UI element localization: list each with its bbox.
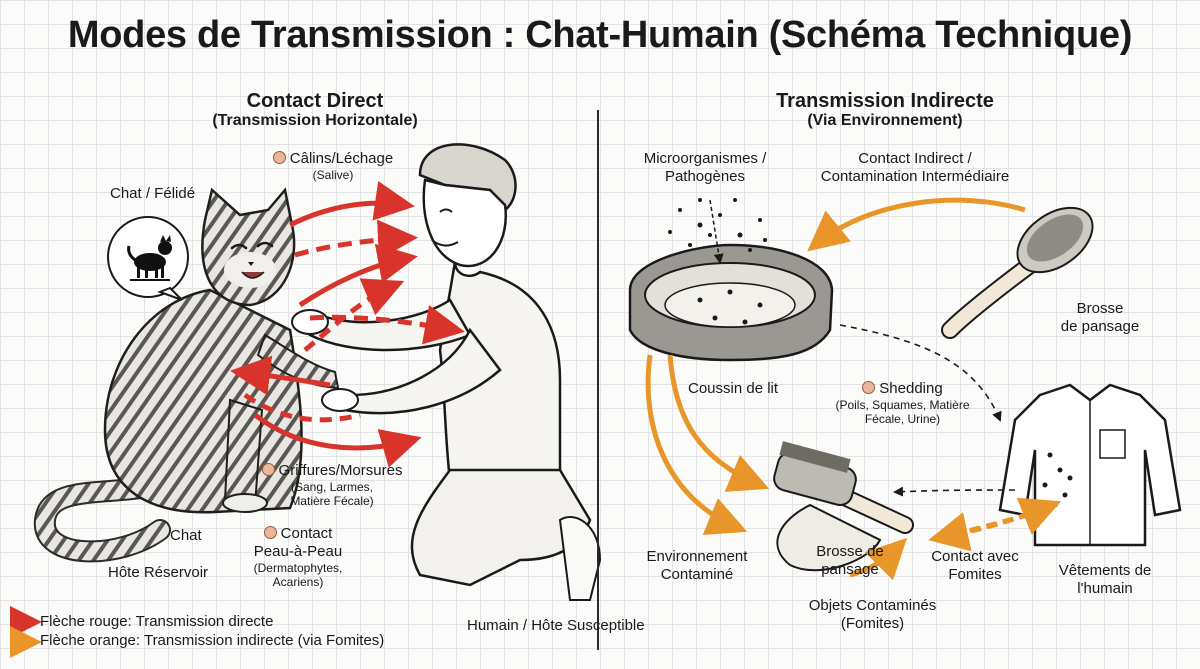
griffures-sub: (Sang, Larmes, — [290, 480, 374, 494]
fomites-contact-text: Contact avec — [931, 548, 1019, 565]
human-label: Humain / Hôte Susceptible — [467, 617, 645, 634]
clothes-label: Vêtements de l'humain — [1040, 562, 1170, 598]
chat-label: Chat — [170, 527, 202, 544]
shedding-sub: (Poils, Squames, Matière — [835, 398, 970, 412]
human-hand — [291, 309, 329, 335]
direct-heading: Contact Direct (Transmission Horizontale… — [185, 90, 445, 130]
red-arrow — [303, 278, 405, 352]
clothes-text: l'humain — [1077, 580, 1133, 597]
calins-sub: (Salive) — [312, 168, 354, 182]
cat-paw — [256, 333, 340, 390]
pathogen-badge-icon — [862, 381, 876, 394]
legend-orange: Flèche orange: Transmission indirecte (v… — [40, 632, 385, 649]
human-hand — [321, 388, 359, 412]
indirect-heading: Transmission Indirecte (Via Environnemen… — [735, 90, 1035, 130]
indirect-transmission-arrows — [645, 197, 1062, 581]
indirect-heading-title: Transmission Indirecte — [776, 90, 994, 112]
env-text: Contaminé — [660, 566, 734, 583]
shedding-text: Shedding — [879, 380, 943, 397]
micro-text: Microorganismes / — [643, 150, 767, 167]
brush2-label: Brosse de pansage — [800, 543, 900, 579]
orange-arrow — [807, 197, 1026, 252]
pathogen-badge-icon — [261, 463, 275, 476]
objects-label: Objets Contaminés (Fomites) — [790, 597, 955, 633]
red-arrow — [309, 305, 465, 345]
indirect-contact-text: Contamination Intermédiaire — [820, 168, 1010, 185]
contact-text: Contact — [280, 525, 333, 542]
contact-text: Peau-à-Peau — [253, 543, 343, 560]
brush-text: de pansage — [1060, 318, 1140, 335]
indirect-contact-label: Contact Indirect / Contamination Intermé… — [800, 150, 1030, 186]
host-label: Hôte Réservoir — [108, 564, 209, 581]
shedding-label: Shedding (Poils, Squames, Matière Fécale… — [815, 380, 990, 427]
human-head — [422, 178, 508, 268]
griffures-text: Griffures/Morsures — [278, 462, 403, 479]
pathogen-badge-icon — [272, 151, 286, 164]
cat-illustration — [33, 187, 340, 563]
contact-sub: Acariens) — [272, 575, 324, 590]
contact-sub: (Dermatophytes, — [253, 561, 343, 575]
cat-silhouette-icon — [127, 235, 172, 281]
shedding-sub: Fécale, Urine) — [864, 412, 941, 427]
griffures-sub: Matière Fécale) — [290, 494, 374, 509]
env-label: Environnement Contaminé — [632, 548, 762, 584]
pathogen-particles — [668, 198, 767, 325]
orange-arrow — [849, 537, 908, 581]
micro-label: Microorganismes / Pathogènes — [620, 150, 790, 186]
objects-text: Objets Contaminés — [808, 597, 937, 614]
page-title: Modes de Transmission : Chat-Humain (Sch… — [67, 14, 1133, 56]
red-arrow — [230, 355, 331, 396]
red-arrow — [243, 392, 361, 423]
pathogen-badge-icon — [263, 526, 277, 539]
brush2-text: Brosse de — [816, 543, 884, 560]
clothes-text: Vêtements de — [1058, 562, 1152, 579]
cat-bed-icon — [628, 243, 834, 362]
brush-text: Brosse — [1076, 300, 1124, 317]
calins-text: Câlins/Léchage — [289, 150, 394, 167]
human-hair — [418, 143, 517, 212]
legend-red: Flèche rouge: Transmission directe — [40, 613, 274, 630]
direct-heading-title: Contact Direct — [246, 90, 384, 112]
orange-arrow — [645, 354, 748, 536]
indirect-heading-sub: (Via Environnement) — [807, 112, 963, 129]
griffures-label: Griffures/Morsures (Sang, Larmes, Matièr… — [252, 462, 412, 509]
direct-transmission-arrows — [230, 180, 465, 468]
section-divider — [597, 110, 599, 650]
pathogen-arrow — [709, 199, 724, 264]
micro-text: Pathogènes — [664, 168, 746, 185]
red-arrow — [298, 243, 418, 308]
env-text: Environnement — [646, 548, 748, 565]
cat-speech-bubble — [107, 216, 189, 301]
cat-label: Chat / Félidé — [110, 185, 196, 202]
red-arrow — [288, 180, 415, 228]
objects-text: (Fomites) — [840, 615, 905, 632]
red-arrow — [253, 413, 422, 468]
direct-heading-sub: (Transmission Horizontale) — [212, 112, 418, 129]
indirect-contact-text: Contact Indirect / — [858, 150, 972, 167]
red-arrow — [294, 219, 418, 260]
orange-arrow — [667, 354, 770, 492]
legend: Flèche rouge: Transmission directe Flèch… — [40, 613, 384, 649]
grooming-brush-icon — [773, 441, 914, 572]
cushion-label: Coussin de lit — [688, 380, 779, 397]
shedding-arrow — [893, 486, 1016, 497]
fomites-contact-text: Fomites — [948, 566, 1002, 583]
brush2-text: pansage — [821, 561, 879, 578]
brush-label: Brosse de pansage — [1040, 300, 1160, 336]
grooming-brush-icon — [941, 206, 1094, 339]
shirt-icon — [998, 383, 1182, 547]
human-arm — [308, 298, 472, 352]
fomites-contact-label: Contact avec Fomites — [920, 548, 1030, 584]
contact-label: Contact Peau-à-Peau (Dermatophytes, Acar… — [238, 525, 358, 590]
orange-arrow — [928, 507, 1046, 552]
calins-label: Câlins/Léchage (Salive) — [258, 150, 408, 182]
human-shoe — [558, 515, 602, 601]
